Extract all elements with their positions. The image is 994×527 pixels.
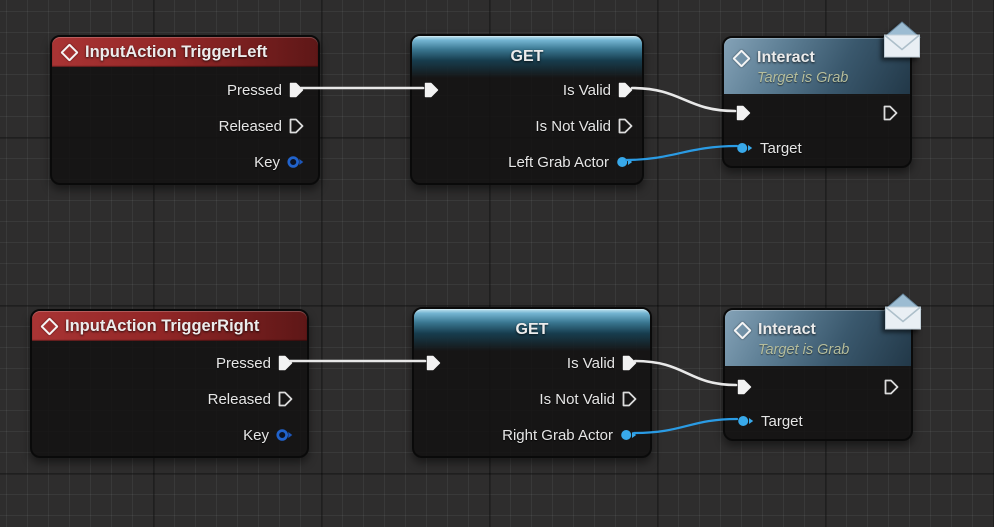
pin-label-is-valid: Is Valid <box>562 81 611 99</box>
pin-label-left-grab-actor: Left Grab Actor <box>508 153 609 171</box>
node-get-right-grab-actor[interactable]: GET Is Valid Is Not Valid Right Grab Act… <box>412 307 652 458</box>
pin-label-right-grab-actor: Right Grab Actor <box>502 426 613 444</box>
event-node-header: InputAction TriggerLeft <box>52 37 318 67</box>
exec-pin-released[interactable] <box>278 391 293 407</box>
pin-label-pressed: Pressed <box>226 81 282 99</box>
pin-label-is-not-valid: Is Not Valid <box>535 117 611 135</box>
get-node-header: GET <box>412 36 642 78</box>
node-interact-bottom[interactable]: Interact Target is Grab Target <box>723 308 913 441</box>
node-title: GET <box>515 321 549 338</box>
key-pin[interactable] <box>287 155 304 169</box>
object-pin-right-grab-actor[interactable] <box>620 428 637 442</box>
pin-label-target: Target <box>761 412 803 430</box>
pin-label-key: Key <box>243 426 269 444</box>
exec-pin-out[interactable] <box>883 105 898 121</box>
node-title: Interact <box>758 321 816 338</box>
node-event-inputaction-triggerright[interactable]: InputAction TriggerRight Pressed Release… <box>30 309 309 458</box>
node-interact-top[interactable]: Interact Target is Grab Target <box>722 36 912 168</box>
exec-pin-in[interactable] <box>737 379 752 395</box>
exec-pin-pressed[interactable] <box>278 355 293 371</box>
node-title: Interact <box>757 49 815 66</box>
event-node-header: InputAction TriggerRight <box>32 311 307 341</box>
node-get-left-grab-actor[interactable]: GET Is Valid Is Not Valid Left Grab Acto… <box>410 34 644 185</box>
wire-isvalid-to-interact-exec[interactable] <box>630 86 737 113</box>
exec-pin-is-valid[interactable] <box>618 82 633 98</box>
node-subtitle: Target is Grab <box>757 69 849 86</box>
exec-pin-in[interactable] <box>426 355 441 371</box>
node-title: InputAction TriggerRight <box>65 316 260 335</box>
object-pin-left-grab-actor[interactable] <box>616 155 633 169</box>
function-diamond-icon <box>733 321 752 340</box>
pin-label-target: Target <box>760 139 802 157</box>
interact-node-header: Interact Target is Grab <box>724 38 910 94</box>
key-pin[interactable] <box>276 428 293 442</box>
interact-node-header: Interact Target is Grab <box>725 310 911 366</box>
pin-label-released: Released <box>218 117 282 135</box>
exec-pin-in[interactable] <box>736 105 751 121</box>
pin-label-is-valid: Is Valid <box>566 354 615 372</box>
exec-pin-pressed[interactable] <box>289 82 304 98</box>
object-pin-target[interactable] <box>737 414 754 428</box>
event-diamond-icon <box>40 316 59 336</box>
exec-pin-is-not-valid[interactable] <box>622 391 637 407</box>
object-pin-target[interactable] <box>736 141 753 155</box>
node-title: GET <box>510 48 544 65</box>
exec-pin-out[interactable] <box>884 379 899 395</box>
get-node-header: GET <box>414 309 650 351</box>
node-event-inputaction-triggerleft[interactable]: InputAction TriggerLeft Pressed Released… <box>50 35 320 185</box>
node-subtitle: Target is Grab <box>758 341 850 358</box>
interface-message-envelope-icon <box>884 293 922 330</box>
pin-label-key: Key <box>254 153 280 171</box>
interface-message-envelope-icon <box>883 21 921 58</box>
exec-pin-is-not-valid[interactable] <box>618 118 633 134</box>
pin-label-is-not-valid: Is Not Valid <box>539 390 615 408</box>
pin-label-released: Released <box>207 390 271 408</box>
exec-pin-is-valid[interactable] <box>622 355 637 371</box>
exec-pin-released[interactable] <box>289 118 304 134</box>
node-title: InputAction TriggerLeft <box>85 42 268 61</box>
event-diamond-icon <box>60 42 79 62</box>
pin-label-pressed: Pressed <box>215 354 271 372</box>
exec-pin-in[interactable] <box>424 82 439 98</box>
function-diamond-icon <box>732 49 751 68</box>
